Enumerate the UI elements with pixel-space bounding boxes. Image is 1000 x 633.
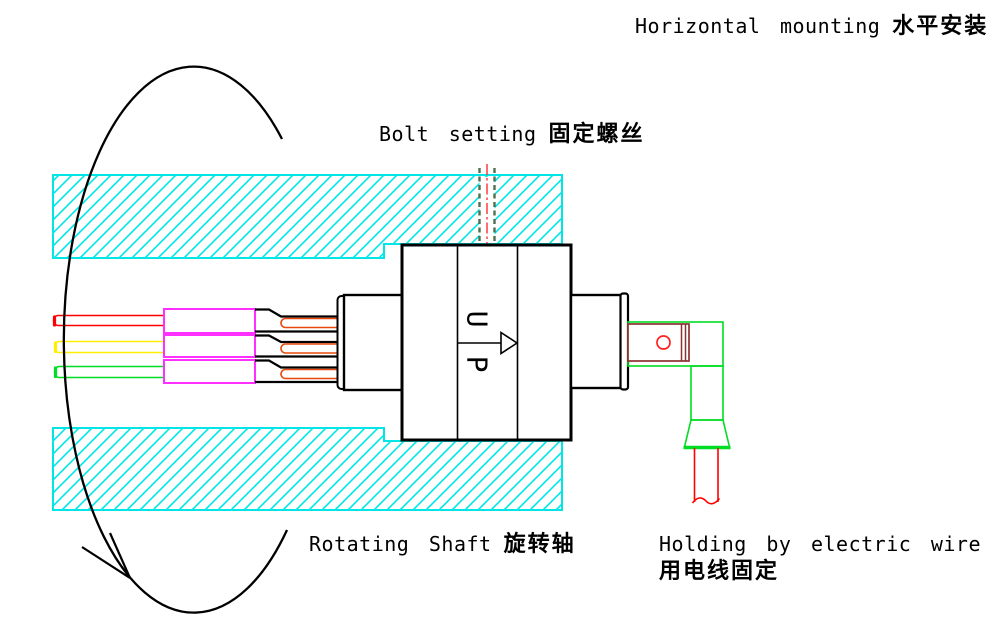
pin-1-top <box>255 308 345 318</box>
label-holding-by-wire: Holding by electric wire 用电线固定 <box>659 531 981 585</box>
wire-green <box>53 365 164 379</box>
sleeve-boot <box>683 419 731 448</box>
pin-3-top <box>255 359 345 369</box>
wire-connector-2 <box>163 334 256 358</box>
wire-sleeve <box>690 365 724 421</box>
cable-break-symbol <box>691 497 721 505</box>
up-letter-u: U <box>460 310 494 328</box>
pin-contact-1 <box>280 317 342 329</box>
left-shaft-hub <box>342 293 404 392</box>
rotation-arc <box>62 65 289 614</box>
bolt-setting-zh: 固定螺丝 <box>548 122 645 147</box>
rotating-shaft-en: Rotating Shaft <box>309 532 492 556</box>
wire-yellow <box>53 340 164 354</box>
pin-group <box>255 308 345 384</box>
terminal-lug <box>627 323 690 362</box>
right-hub-end-cap <box>619 292 630 391</box>
wire-red <box>52 314 164 327</box>
label-bolt-setting: Bolt setting 固定螺丝 <box>379 121 645 148</box>
top-mount-plate <box>52 174 563 259</box>
terminal-hole <box>656 335 671 350</box>
up-arrow-head <box>500 331 519 355</box>
holding-zh: 用电线固定 <box>659 559 780 584</box>
slip-ring-body <box>400 243 573 442</box>
wire-connector-3 <box>163 359 256 384</box>
title-zh: 水平安装 <box>892 14 989 39</box>
holding-en: Holding by electric wire <box>659 532 981 556</box>
rotation-arrow-barb-2 <box>81 546 131 579</box>
right-shaft-hub <box>569 293 623 390</box>
up-letter-p: P <box>460 355 494 373</box>
pin-contact-3 <box>280 368 342 380</box>
rotation-arrow-barb-1 <box>108 532 132 579</box>
bolt-setting-en: Bolt setting <box>379 122 537 146</box>
title-horizontal-mounting: Horizontal mounting 水平安装 <box>635 13 988 40</box>
rotating-shaft-zh: 旋转轴 <box>503 532 576 557</box>
pin-contact-2 <box>280 343 342 354</box>
title-en: Horizontal mounting <box>635 14 881 38</box>
wire-connector-1 <box>163 308 256 334</box>
pin-2-top <box>255 334 345 344</box>
label-rotating-shaft: Rotating Shaft 旋转轴 <box>309 531 576 558</box>
